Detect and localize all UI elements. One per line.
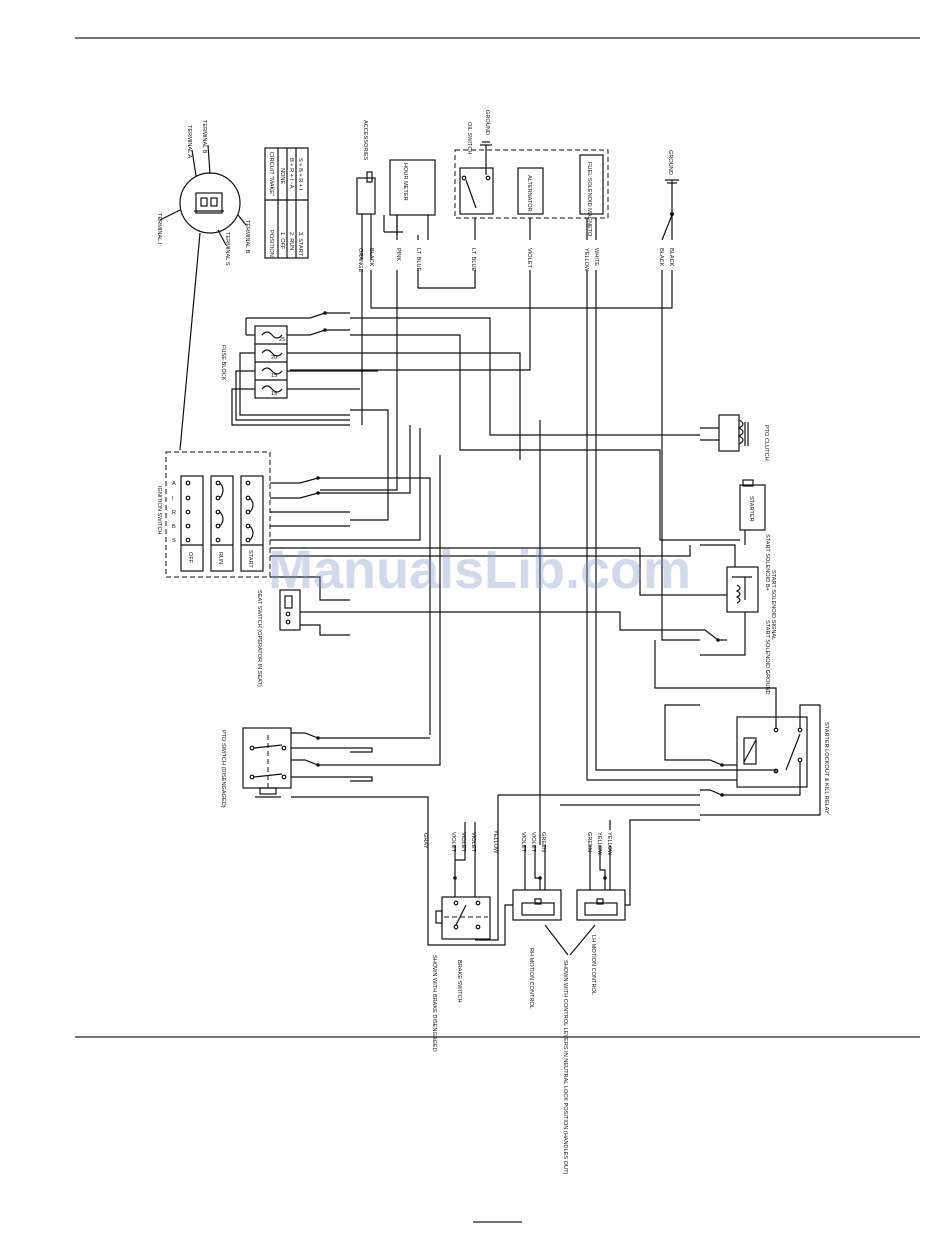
ground-symbol-right	[665, 179, 679, 216]
pto-clutch-label: PTO CLUTCH	[763, 425, 769, 461]
wire-label-violet-b4: VIOLET	[520, 832, 526, 852]
start-solenoid-signal-label: START SOLENOID SIGNAL	[770, 570, 776, 640]
lh-motion-label: LH MOTION CONTROL	[590, 935, 596, 995]
shown-control-label: SHOWN WITH CONTROL LEVERS IN NEUTRAL LOC…	[562, 960, 568, 1174]
start-solenoid-b-label: START SOLENOID B+	[764, 534, 770, 591]
wire-label-green-2: GREEN	[586, 832, 592, 852]
rh-motion-control	[512, 889, 562, 921]
wire-label-gray: GRAY	[422, 833, 428, 849]
ignition-letter-a: A	[172, 481, 176, 487]
wire-label-violet-b1: VIOLET	[450, 832, 456, 852]
pto-clutch	[700, 414, 749, 452]
ignition-letter-b: B	[172, 524, 176, 530]
starter	[739, 479, 766, 545]
ground-right-label: GROUND	[667, 150, 673, 175]
ignition-switch-label: IGNITION SWITCH	[156, 486, 162, 534]
alternator-label: ALTERNATOR	[526, 175, 532, 212]
wire-label-ltblue-2: LT. BLUE	[470, 248, 476, 271]
rh-motion-label: RH MOTION CONTROL	[528, 948, 534, 1009]
table-row-start-make: S + B + R + I	[297, 158, 303, 191]
wire-label-yellow-b2: YELLOW	[596, 832, 602, 856]
hour-meter	[383, 159, 436, 235]
top-wire-labels: ORANGE BLACK PINK LT. BLUE LT. BLUE VIOL…	[357, 248, 674, 273]
ignition-plug	[159, 144, 247, 451]
fuel-solenoid	[579, 154, 604, 215]
junction-dots	[316, 311, 724, 880]
oil-switch	[459, 141, 494, 215]
ignition-letter-i: I	[172, 496, 174, 502]
ignition-switch-box	[165, 451, 271, 578]
brake-switch	[435, 896, 491, 940]
wire-label-black-3: BLACK	[668, 248, 674, 267]
wire-label-black-2: BLACK	[658, 248, 664, 267]
starter-label: STARTER	[748, 496, 754, 522]
wire-label-white: WHITE	[593, 248, 599, 266]
terminal-b2-label: TERMINAL B	[244, 220, 250, 254]
wire-label-violet-b3: VIOLET	[470, 832, 476, 852]
wire-label-ltblue-1: LT. BLUE	[415, 248, 421, 271]
wire-label-violet: VIOLET	[526, 248, 532, 268]
fuel-solenoid-label: FUEL SOLENOID MAGNETO	[586, 162, 592, 237]
ignition-switch-contacts	[180, 475, 264, 572]
terminal-b-label: TERMINAL B	[201, 120, 207, 154]
fuse-20: 20	[271, 355, 277, 361]
table-header-circuit: CIRCUIT "MAKE"	[268, 152, 274, 196]
accessories-connector	[356, 171, 376, 260]
start-solenoid-ground-label: START SOLENOID GROUND	[764, 620, 770, 695]
wire-label-pink: PINK	[395, 248, 401, 261]
pto-switch-label: PTO SWITCH (DISENGAGED)	[220, 730, 226, 808]
terminal-i-label: TERMINAL I	[156, 213, 162, 245]
table-row-start: 3. START	[297, 232, 303, 257]
circuit-table	[264, 147, 309, 259]
oil-switch-label: OIL SWITCH	[466, 122, 472, 154]
wire-label-violet-b5: VIOLET	[530, 832, 536, 852]
ignition-letter-s: S	[172, 538, 176, 544]
wire-label-black-1: BLACK	[368, 248, 374, 267]
terminal-a-label: TERMINAL A	[186, 125, 192, 158]
lh-motion-control	[576, 889, 626, 921]
wire-label-violet-b2: VIOLET	[460, 832, 466, 852]
fuse-block-label: FUSE BLOCK	[220, 345, 226, 381]
table-row-off: 1. OFF	[279, 232, 285, 250]
leader-lh	[569, 924, 596, 956]
seat-switch	[279, 589, 301, 631]
accessories-label: ACCESSORIES	[362, 120, 368, 161]
starter-lockout-label: STARTER LOCKOUT & KILL RELAY	[823, 722, 829, 814]
table-row-run-make: B + R + I - A	[288, 158, 294, 189]
hour-meter-label: HOUR METER	[402, 163, 408, 201]
ignition-pos-off: OFF	[187, 552, 193, 564]
engine-box	[454, 149, 609, 219]
starter-lockout-relay	[736, 716, 808, 788]
pto-switch	[242, 727, 292, 798]
wire-harness	[231, 214, 821, 946]
ignition-pos-run: RUN	[217, 552, 223, 564]
wire-label-green-1: GREEN	[540, 832, 546, 852]
leader-rh	[544, 924, 569, 956]
table-header-position: POSITION	[268, 230, 274, 257]
fuse-block	[245, 318, 288, 399]
terminal-s-label: TERMINAL S	[224, 232, 230, 266]
shown-brake-label: SHOWN WITH BRAKE DISENGAGED	[431, 955, 437, 1052]
fuse-15b: 15	[271, 391, 277, 397]
alternator	[517, 167, 544, 215]
fuse-15a: 15	[271, 373, 277, 379]
fuse-25: 25	[279, 337, 285, 343]
wire-label-yellow-b1: YELLOW	[492, 830, 498, 854]
start-solenoid	[726, 566, 759, 613]
ignition-pos-start: START	[247, 550, 253, 568]
wire-label-yellow: YELLOW	[583, 248, 589, 272]
ignition-letter-r: R	[172, 510, 176, 516]
ground-top-label: GROUND	[484, 110, 490, 135]
table-row-off-make: NONE	[279, 168, 285, 184]
wire-label-yellow-b3: YELLOW	[606, 832, 612, 856]
table-row-run: 2. RUN	[288, 232, 294, 250]
seat-switch-label: SEAT SWITCH (OPERATOR IN SEAT)	[256, 590, 262, 687]
watermark: ManualsLib.com	[268, 540, 691, 600]
bottom-wire-labels: GRAY VIOLET VIOLET VIOLET YELLOW VIOLET …	[422, 830, 612, 856]
brake-switch-label: BRAKE SWITCH	[456, 960, 462, 1003]
wire-label-orange: ORANGE	[357, 248, 363, 273]
